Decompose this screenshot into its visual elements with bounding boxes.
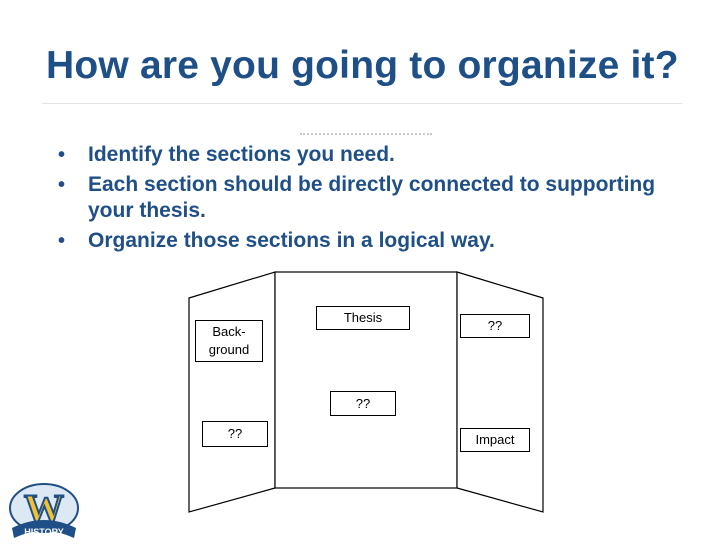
title-divider (42, 103, 682, 104)
decorative-mark (300, 133, 432, 135)
board-box-impact: Impact (460, 428, 530, 452)
logo-banner-text: HISTORY (24, 527, 64, 537)
bullet-item: • Organize those sections in a logical w… (58, 228, 658, 254)
bullet-icon: • (58, 144, 66, 166)
bullet-icon: • (58, 174, 66, 196)
board-center-panel (274, 271, 458, 489)
board-box-left-placeholder: ?? (202, 421, 268, 447)
bullet-list: • Identify the sections you need. • Each… (58, 142, 658, 258)
board-box-center-placeholder: ?? (330, 391, 396, 416)
history-w-logo: W HISTORY (9, 483, 79, 538)
bullet-item: • Each section should be directly connec… (58, 172, 658, 224)
bullet-text: Organize those sections in a logical way… (88, 229, 495, 252)
board-box-right-placeholder: ?? (460, 314, 530, 338)
board-left-panel (188, 271, 276, 513)
bullet-text: Each section should be directly connecte… (88, 173, 656, 222)
slide-title: How are you going to organize it? (46, 44, 679, 87)
bullet-text: Identify the sections you need. (88, 143, 395, 166)
board-box-background: Back-ground (195, 320, 263, 362)
bullet-icon: • (58, 230, 66, 252)
bullet-item: • Identify the sections you need. (58, 142, 658, 168)
board-right-panel (456, 271, 544, 513)
board-box-thesis: Thesis (316, 306, 410, 330)
